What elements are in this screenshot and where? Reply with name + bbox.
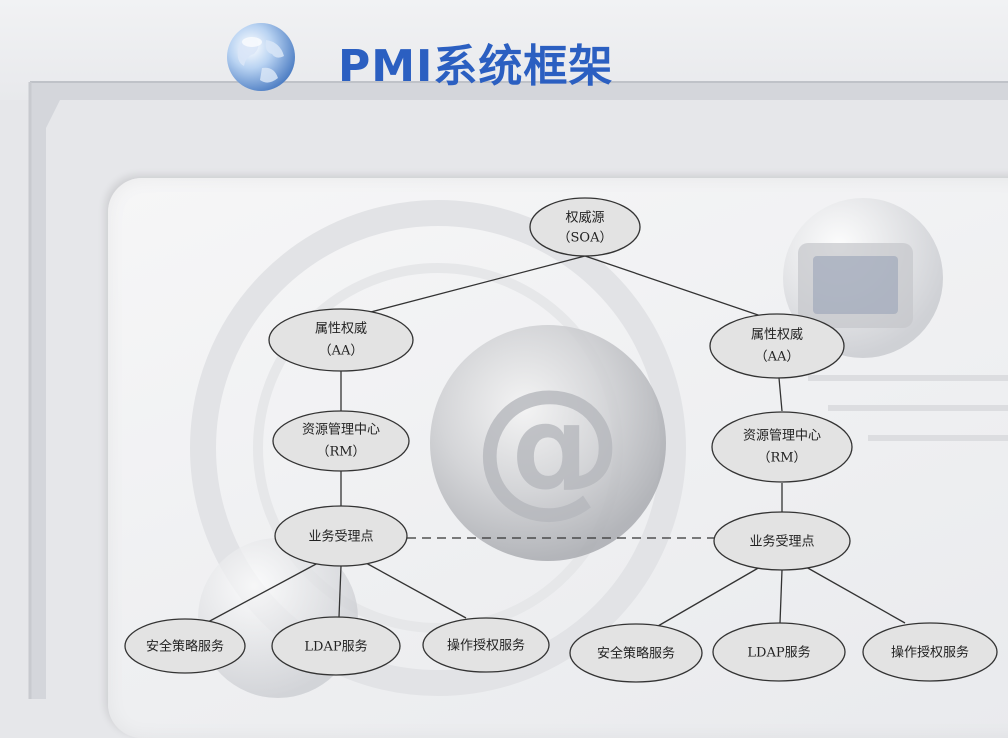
node-right-rm: 资源管理中心 （RM）: [711, 411, 853, 483]
node-left-security-policy: 安全策略服务: [124, 618, 246, 674]
node-left-auth-label: 操作授权服务: [447, 638, 525, 654]
node-left-ldap-label: LDAP服务: [304, 639, 367, 655]
node-left-security-policy-label: 安全策略服务: [146, 639, 224, 655]
node-left-aa-line2: （AA）: [319, 344, 364, 359]
edge-left-ap-auth: [365, 562, 467, 619]
node-right-security-policy: 安全策略服务: [569, 623, 703, 683]
node-right-ldap: LDAP服务: [712, 622, 846, 682]
node-left-auth: 操作授权服务: [422, 617, 550, 673]
edge-right-aa-rm: [778, 377, 783, 412]
edge-right-ap-ldap: [779, 569, 783, 624]
edge-right-ap-auth: [805, 566, 906, 624]
node-right-auth-label: 操作授权服务: [891, 645, 969, 661]
content-panel: @: [108, 178, 1008, 738]
svg-text:@: @: [473, 358, 623, 532]
node-left-aa: 属性权威 （AA）: [268, 308, 414, 372]
node-left-rm: 资源管理中心 （RM）: [272, 410, 410, 472]
connector-lines: [207, 255, 906, 627]
node-right-aa: 属性权威 （AA）: [709, 313, 845, 379]
edge-left-ap-security: [207, 562, 319, 623]
node-right-rm-line2: （RM）: [757, 451, 806, 466]
node-soa-line1: 权威源: [565, 210, 604, 226]
slide-title: PMI系统框架: [338, 41, 614, 92]
node-right-aa-line1: 属性权威: [751, 327, 803, 343]
node-right-access-point-label: 业务受理点: [749, 534, 814, 550]
pmi-framework-diagram: 权威源 （SOA） 属性权威 （AA） 资源管理中心 （RM） 业务受理点 安全…: [124, 197, 998, 683]
edge-left-ap-ldap: [338, 565, 342, 618]
edge-right-ap-security: [657, 566, 761, 627]
edge-soa-left-aa: [366, 255, 586, 314]
node-soa: 权威源 （SOA）: [529, 197, 641, 257]
node-right-auth: 操作授权服务: [862, 622, 998, 682]
globe-icon: [222, 18, 300, 96]
node-soa-line2: （SOA）: [558, 231, 613, 246]
node-left-rm-line2: （RM）: [316, 445, 365, 460]
node-left-access-point: 业务受理点: [274, 505, 408, 567]
node-right-rm-line1: 资源管理中心: [743, 429, 821, 444]
node-left-access-point-label: 业务受理点: [308, 529, 373, 545]
node-left-ldap: LDAP服务: [271, 616, 401, 676]
node-right-security-policy-label: 安全策略服务: [597, 646, 675, 662]
node-left-aa-line1: 属性权威: [315, 321, 367, 337]
node-right-access-point: 业务受理点: [713, 511, 851, 571]
node-right-aa-line2: （AA）: [755, 350, 800, 365]
edge-soa-right-aa: [584, 255, 768, 319]
node-left-rm-line1: 资源管理中心: [302, 423, 380, 438]
node-right-ldap-label: LDAP服务: [747, 645, 810, 661]
